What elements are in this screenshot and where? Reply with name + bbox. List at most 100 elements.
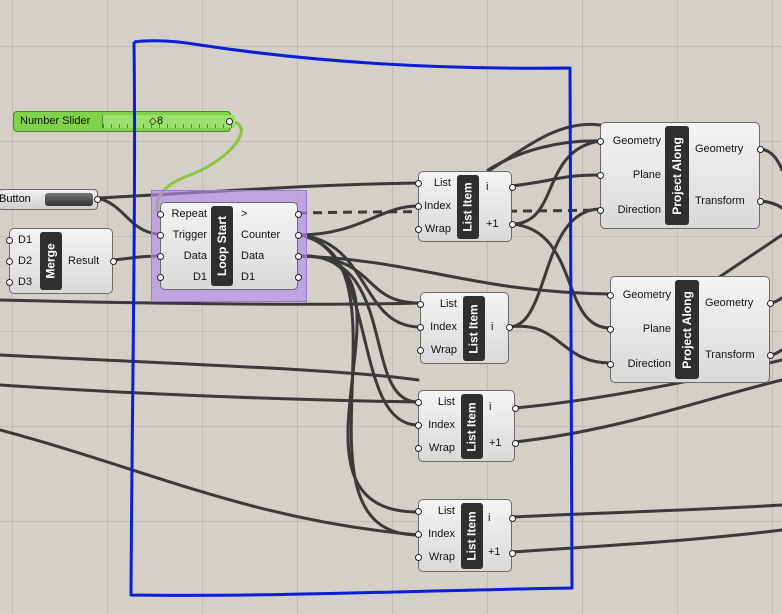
list-port-list[interactable] [417, 301, 424, 308]
list-port-index[interactable] [415, 203, 422, 210]
project-port-direction[interactable] [597, 207, 604, 214]
list-port-plus1[interactable] [509, 550, 516, 557]
wire [296, 254, 612, 296]
list-item-component[interactable]: List Index Wrap List Item i +1 [415, 171, 516, 242]
loop-input-data: Data [183, 250, 207, 262]
list-port-wrap[interactable] [415, 554, 422, 561]
project-port-plane[interactable] [597, 172, 604, 179]
loop-port-d1[interactable] [157, 274, 164, 281]
button-component[interactable]: Button [0, 189, 101, 210]
slider-grip-icon[interactable]: ◇ [149, 116, 157, 127]
project-port-geometry-out[interactable] [767, 300, 774, 307]
list-port-i[interactable] [512, 405, 519, 412]
list-output-plus1: +1 [486, 218, 499, 230]
loop-input-trigger: Trigger [172, 229, 207, 241]
list-input-wrap: Wrap [424, 223, 451, 235]
button-output-port[interactable] [94, 196, 101, 203]
list-input-wrap: Wrap [430, 344, 457, 356]
list-output-i: i [491, 321, 494, 333]
list-port-index[interactable] [417, 324, 424, 331]
merge-port-result[interactable] [110, 258, 117, 265]
project-along-name[interactable]: Project Along [675, 280, 699, 379]
button-label: Button [0, 193, 31, 205]
project-output-geometry: Geometry [705, 297, 754, 309]
wire [0, 298, 422, 306]
list-item-component[interactable]: List Index Wrap List Item i +1 [415, 390, 519, 462]
merge-port-d1[interactable] [6, 237, 13, 244]
loop-input-repeat: Repeat [171, 208, 207, 220]
project-output-transform: Transform [705, 349, 755, 361]
merge-port-d2[interactable] [6, 258, 13, 265]
number-slider[interactable]: Number Slider ◇ 8 [13, 111, 235, 132]
wire [510, 173, 602, 188]
list-item-name[interactable]: List Item [457, 175, 479, 239]
list-item-component[interactable]: List Index Wrap List Item i +1 [415, 499, 516, 572]
wire [0, 353, 420, 382]
wire [507, 324, 612, 365]
merge-input-d3: D3 [18, 276, 33, 288]
loop-start-component[interactable]: Repeat Trigger Data D1 Loop Start > Coun… [157, 202, 302, 290]
loop-port-data-out[interactable] [295, 253, 302, 260]
loop-port-next[interactable] [295, 211, 302, 218]
merge-port-d3[interactable] [6, 279, 13, 286]
list-item-name[interactable]: List Item [463, 296, 485, 361]
merge-component[interactable]: D1 D2 D3 Merge Result [6, 228, 117, 294]
project-output-transform: Transform [695, 195, 745, 207]
list-port-list[interactable] [415, 399, 422, 406]
list-item-name[interactable]: List Item [461, 503, 483, 569]
loop-port-d1-out[interactable] [295, 274, 302, 281]
list-item-component[interactable]: List Index Wrap List Item i [417, 292, 513, 364]
list-port-index[interactable] [415, 531, 422, 538]
loop-port-repeat[interactable] [157, 211, 164, 218]
list-port-wrap[interactable] [415, 226, 422, 233]
project-along-name[interactable]: Project Along [665, 126, 689, 225]
wire [296, 254, 420, 514]
list-port-index[interactable] [415, 422, 422, 429]
list-port-list[interactable] [415, 180, 422, 187]
wire [510, 528, 782, 554]
blue-annotation-outline [129, 39, 574, 597]
list-output-i: i [489, 401, 492, 413]
list-port-wrap[interactable] [417, 347, 424, 354]
list-port-list[interactable] [415, 508, 422, 515]
slider-label: Number Slider [20, 115, 91, 127]
list-port-plus1[interactable] [509, 221, 516, 228]
project-port-plane[interactable] [607, 326, 614, 333]
wire [0, 428, 420, 537]
project-port-transform-out[interactable] [757, 198, 764, 205]
list-output-i: i [488, 512, 491, 524]
list-output-plus1: +1 [489, 437, 502, 449]
loop-port-counter[interactable] [295, 232, 302, 239]
list-input-list: List [437, 505, 455, 517]
list-input-index: Index [428, 528, 455, 540]
project-port-direction[interactable] [607, 361, 614, 368]
merge-input-d1: D1 [18, 234, 33, 246]
project-along-component[interactable]: Geometry Plane Direction Project Along G… [597, 122, 764, 229]
project-port-geometry[interactable] [597, 138, 604, 145]
list-port-i[interactable] [509, 184, 516, 191]
loop-port-data[interactable] [157, 253, 164, 260]
project-port-geometry[interactable] [607, 292, 614, 299]
list-input-wrap: Wrap [428, 442, 455, 454]
list-output-i: i [486, 181, 489, 193]
list-port-i[interactable] [509, 515, 516, 522]
button-knob[interactable] [45, 193, 93, 206]
list-input-list: List [433, 177, 451, 189]
project-port-geometry-out[interactable] [757, 146, 764, 153]
wire [510, 139, 602, 226]
list-item-name[interactable]: List Item [461, 394, 483, 459]
project-port-transform-out[interactable] [767, 352, 774, 359]
project-along-component[interactable]: Geometry Plane Direction Project Along G… [607, 276, 774, 383]
wire [296, 233, 422, 329]
slider-output-port[interactable] [226, 118, 233, 125]
list-port-wrap[interactable] [415, 445, 422, 452]
loop-port-trigger[interactable] [157, 232, 164, 239]
project-input-direction: Direction [617, 204, 661, 216]
project-input-plane: Plane [632, 169, 661, 181]
wire [510, 503, 782, 519]
list-port-i[interactable] [506, 324, 513, 331]
merge-name[interactable]: Merge [40, 232, 62, 290]
loop-start-name[interactable]: Loop Start [211, 206, 233, 286]
list-port-plus1[interactable] [512, 440, 519, 447]
